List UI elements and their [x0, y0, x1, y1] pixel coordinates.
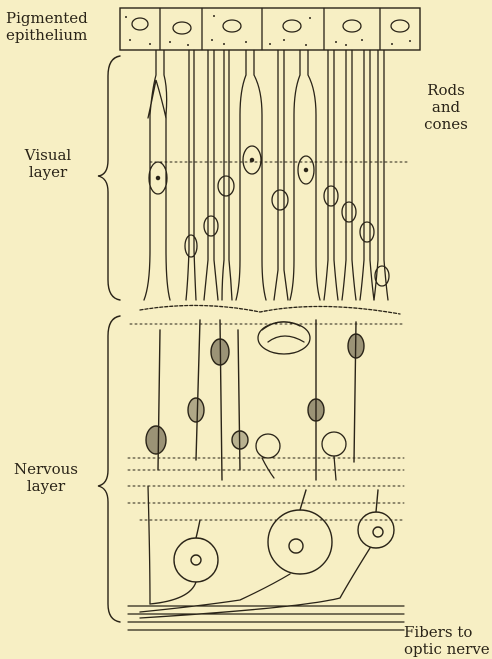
optic-nerve-fibers — [128, 486, 404, 630]
nervous-layer-brace — [98, 316, 120, 622]
ganglion-cells — [174, 490, 394, 582]
visual-layer-brace — [98, 56, 120, 300]
pigmented-epithelium-cells — [120, 8, 420, 50]
amacrine-cells — [256, 432, 346, 480]
rods-and-cones — [144, 50, 389, 300]
pigment-dots — [125, 15, 411, 46]
